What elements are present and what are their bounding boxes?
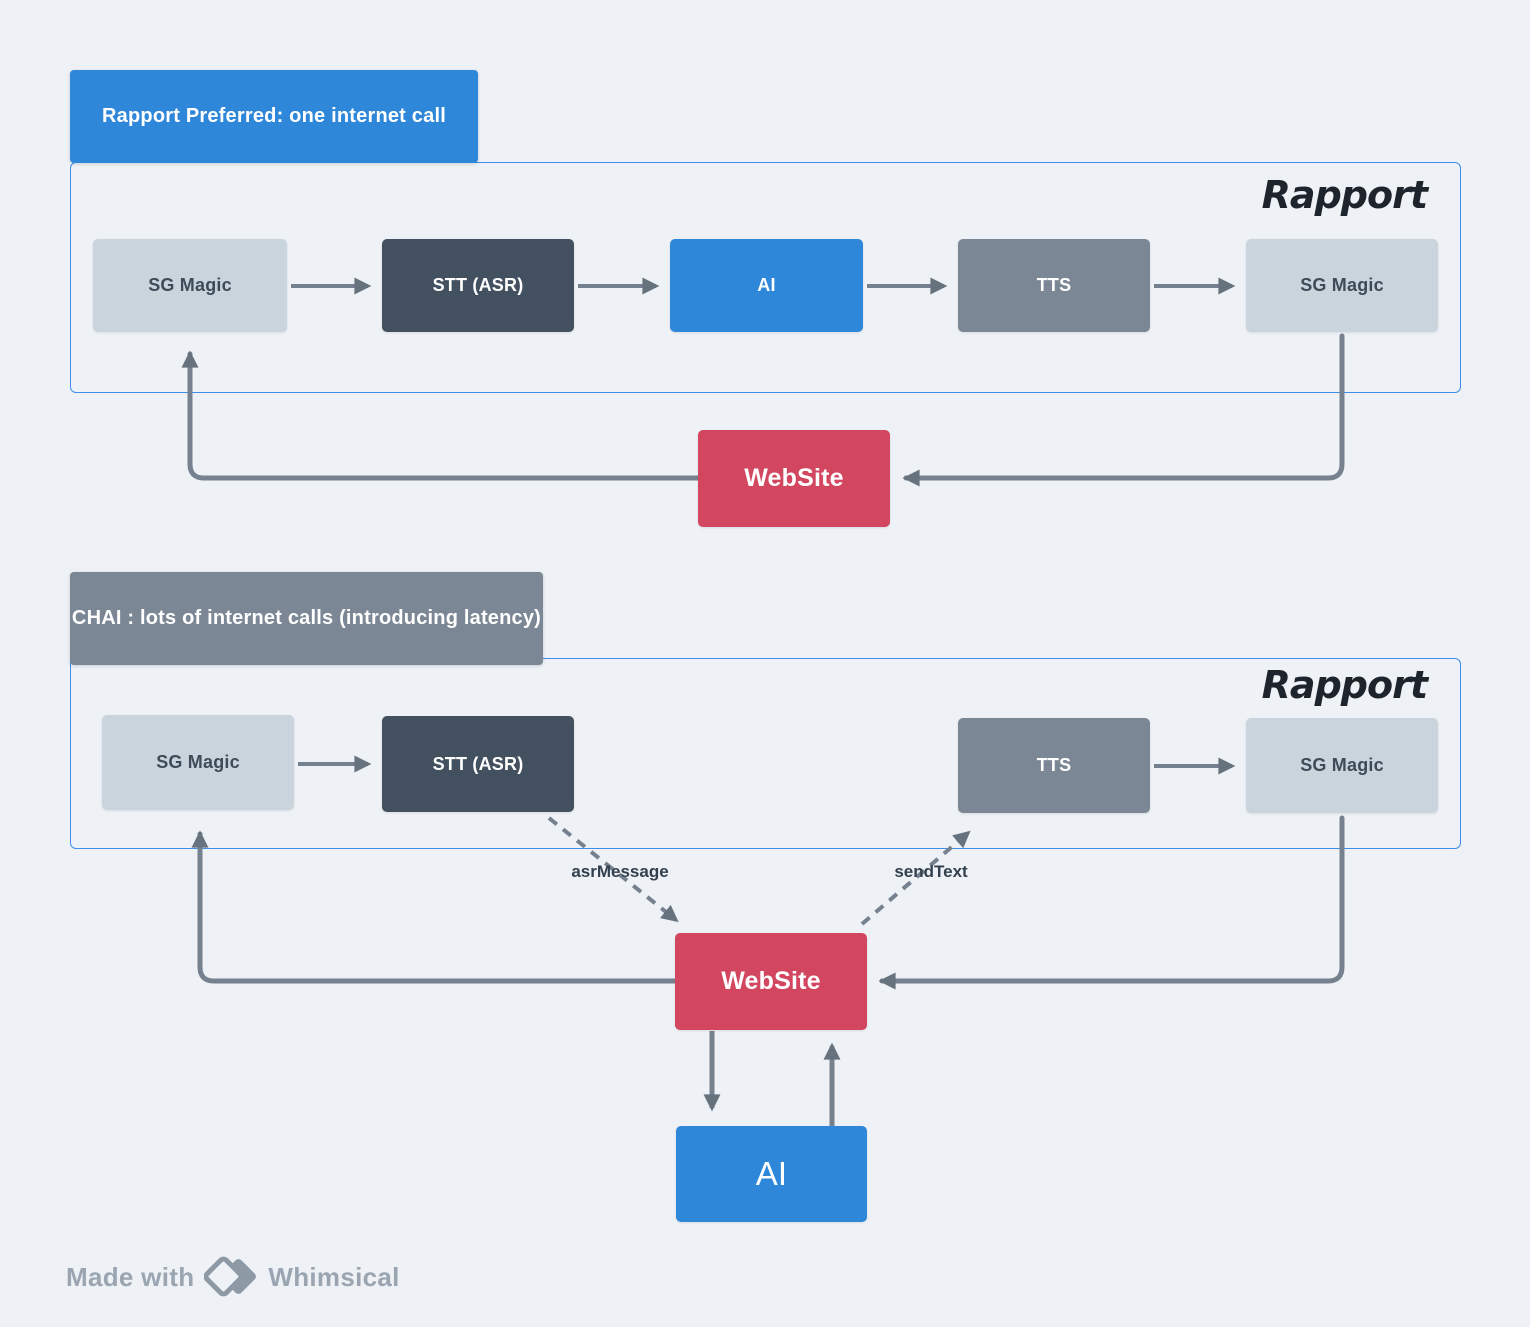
edge-label-asr-message: asrMessage [571, 862, 669, 881]
whimsical-text: Whimsical [268, 1261, 400, 1292]
node-label: STT (ASR) [432, 275, 524, 295]
node-stt-asr-1: STT (ASR) [382, 239, 574, 332]
node-label: AI [757, 275, 776, 295]
node-label: WebSite [721, 967, 821, 995]
node-label: WebSite [744, 464, 844, 492]
node-label: TTS [1036, 275, 1072, 295]
node-label: SG Magic [1300, 275, 1384, 295]
section2-title-label: CHAI : lots of internet calls (introduci… [70, 572, 543, 665]
node-sg-magic-output-2: SG Magic [1246, 718, 1438, 813]
rapport-logo: Rapport [1261, 173, 1428, 217]
node-website-2: WebSite [675, 933, 867, 1030]
rapport-logo: Rapport [1261, 663, 1428, 707]
node-tts-2: TTS [958, 718, 1150, 813]
node-label: STT (ASR) [432, 753, 524, 774]
node-label: SG Magic [156, 752, 240, 772]
node-label: AI [755, 1155, 788, 1192]
edge-label-send-text: sendText [894, 862, 968, 881]
node-label: TTS [1036, 755, 1072, 775]
section1-title-text: Rapport Preferred: one internet call [102, 105, 446, 127]
node-label: SG Magic [1300, 755, 1384, 775]
node-sg-magic-output-1: SG Magic [1246, 239, 1438, 332]
node-ai-2: AI [676, 1126, 867, 1222]
rapport-preferred-group-frame [70, 162, 1461, 393]
node-stt-asr-2: STT (ASR) [382, 716, 574, 812]
node-tts-1: TTS [958, 239, 1150, 332]
chai-group-frame [70, 658, 1461, 849]
node-sg-magic-input-2: SG Magic [102, 715, 294, 810]
whimsical-badge[interactable]: Made with Whimsical [66, 1252, 400, 1302]
section1-title-label: Rapport Preferred: one internet call [70, 70, 478, 163]
made-with-text: Made with [66, 1261, 195, 1292]
node-website-1: WebSite [698, 430, 890, 527]
section2-title-text: CHAI : lots of internet calls (introduci… [71, 607, 542, 629]
node-label: SG Magic [148, 275, 232, 295]
whimsical-logo-icon [204, 1256, 257, 1297]
node-ai-1: AI [670, 239, 863, 332]
node-sg-magic-input-1: SG Magic [93, 239, 287, 332]
